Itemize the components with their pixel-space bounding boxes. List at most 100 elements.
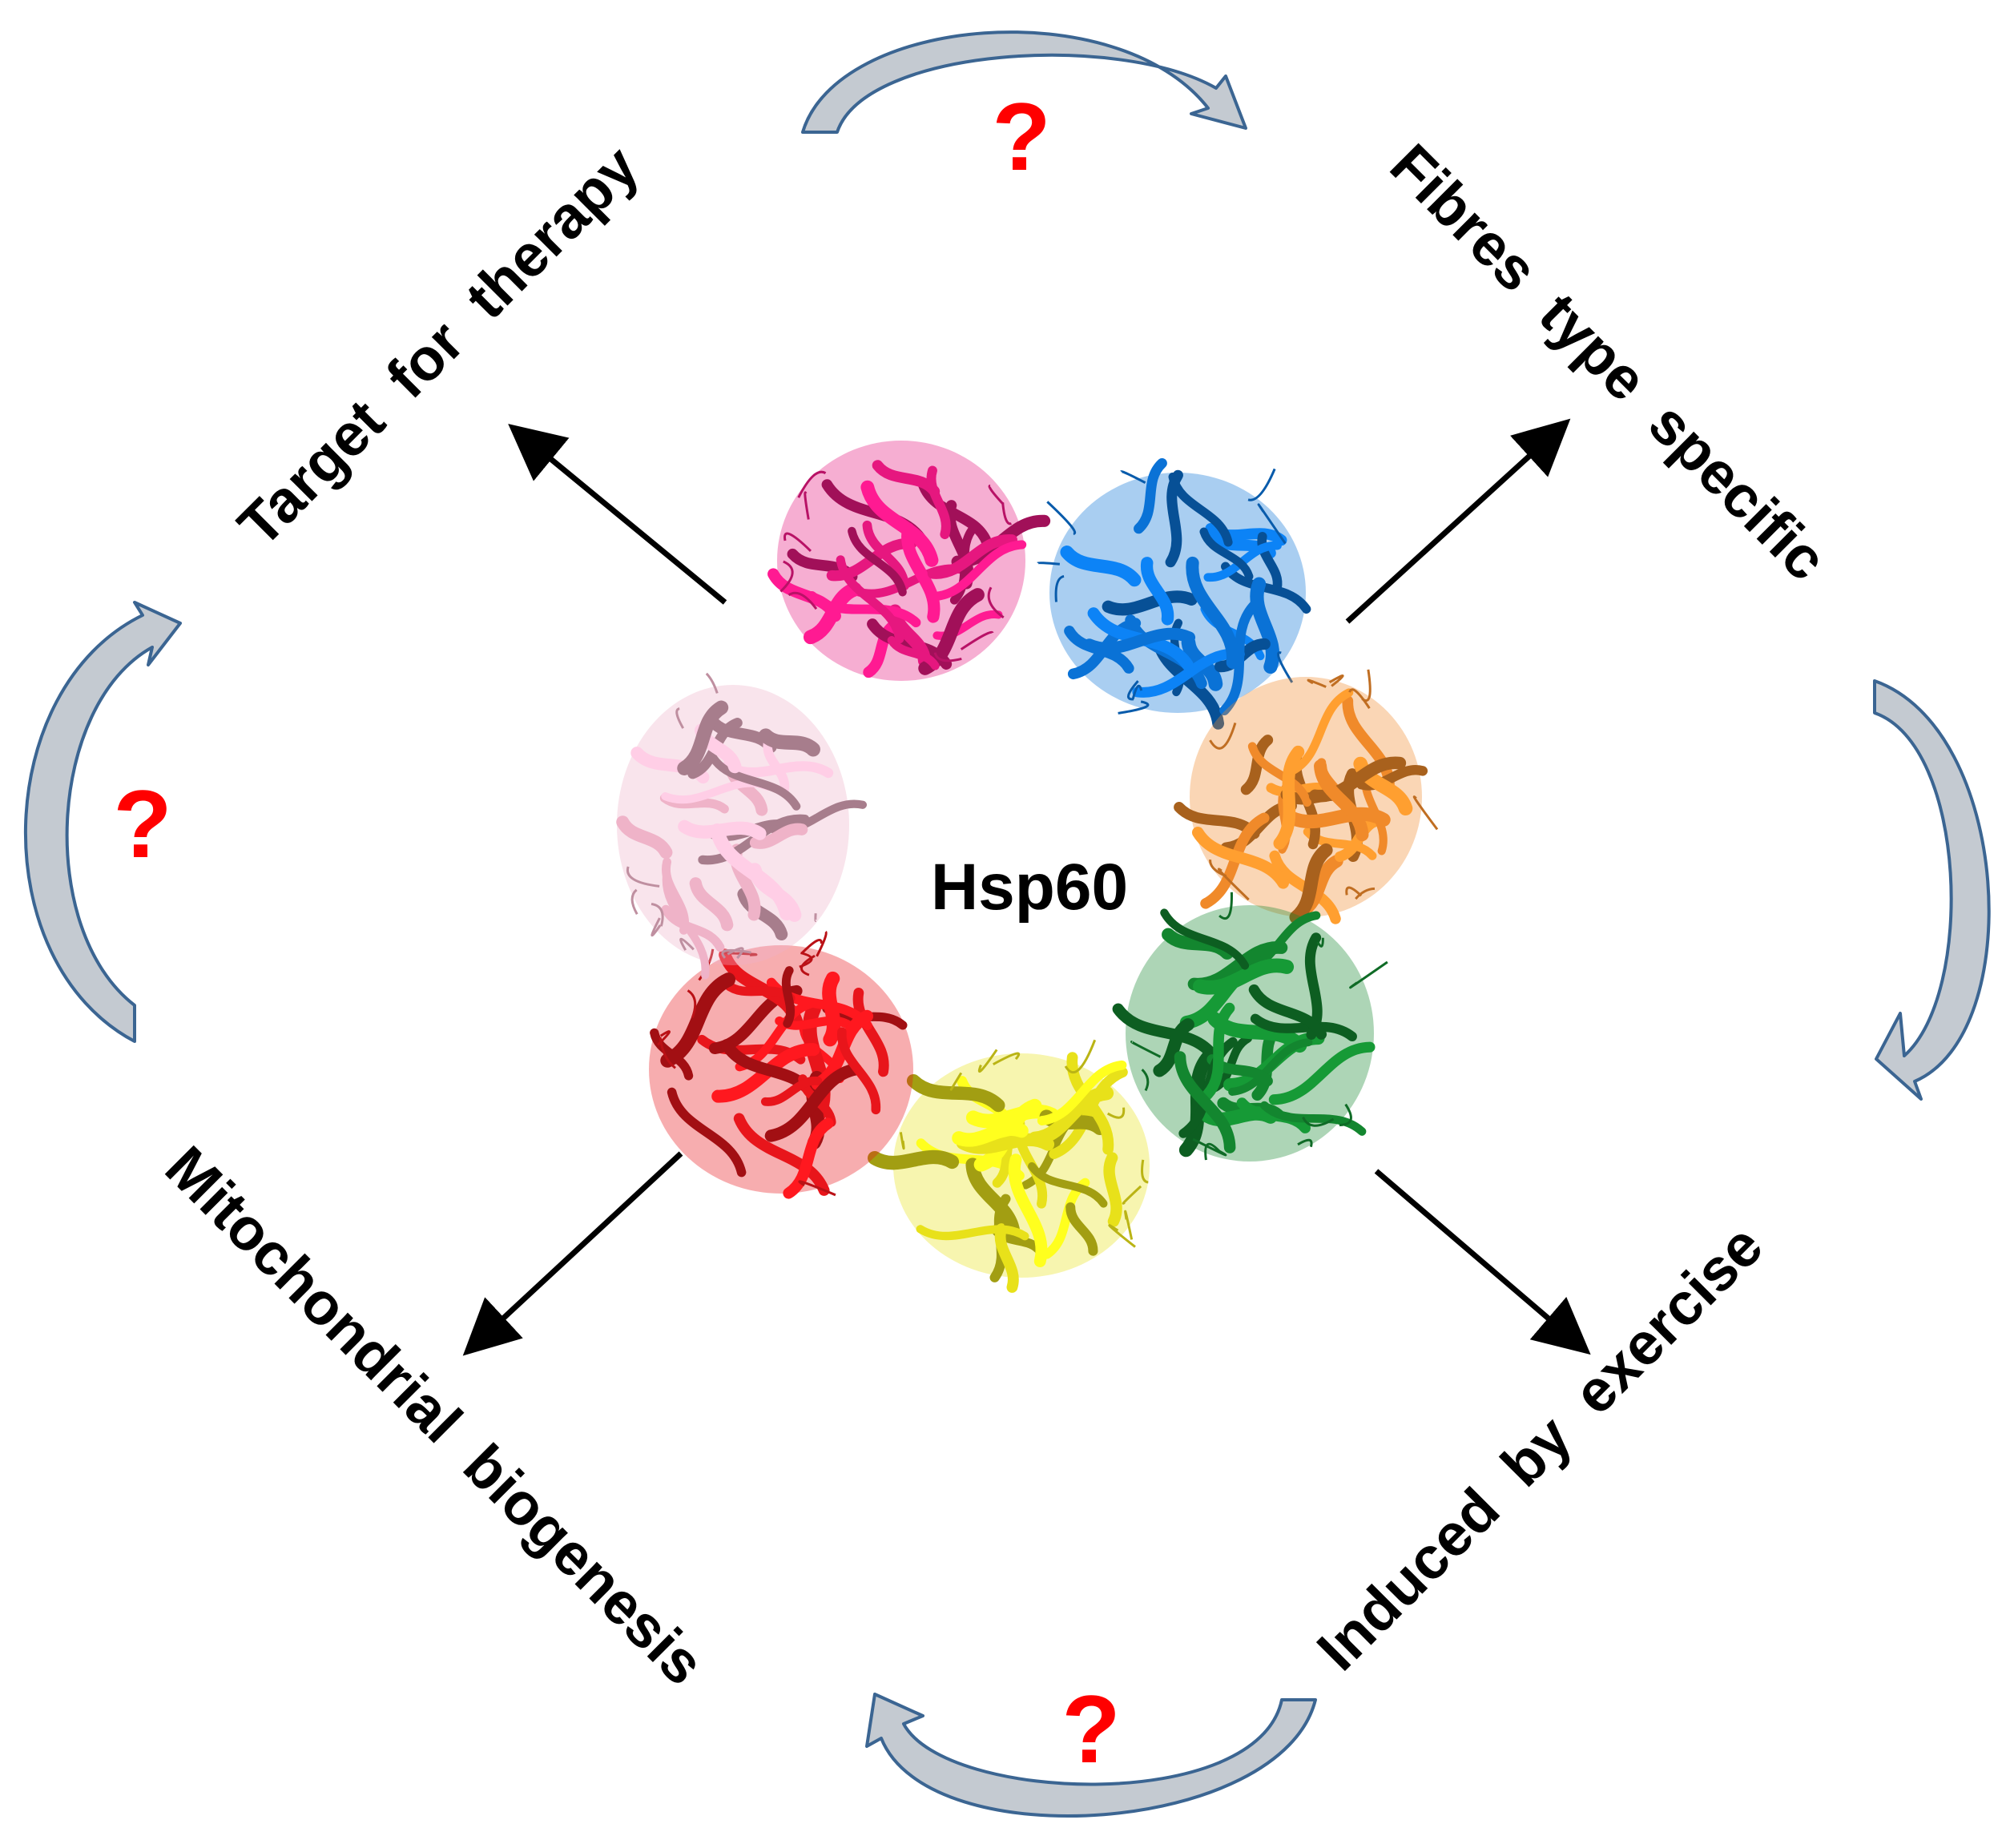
subunit-helix <box>965 1158 1021 1242</box>
subunit-helix <box>616 815 673 860</box>
subunit-helix <box>1287 688 1354 775</box>
subunit-loop <box>800 954 816 976</box>
subunit-loop <box>960 630 994 650</box>
subunit-loop <box>797 470 827 498</box>
subunit-helix <box>863 619 900 678</box>
subunit-loop <box>721 948 751 959</box>
arrow-to-target-for-therapy <box>508 424 727 605</box>
label-mitochondrial-biogenesis: Mitochondrial biogenesis <box>153 1133 717 1697</box>
subunit-helix <box>1160 908 1250 970</box>
hsp60-subunit-pink <box>616 672 868 980</box>
label-fibres-type-specific: Fibres type specific <box>1378 131 1839 593</box>
curved-arrow-top <box>801 30 1247 134</box>
subunit-loop <box>1141 1159 1149 1184</box>
subunit-helix <box>758 728 820 757</box>
subunit-helix <box>783 1117 834 1199</box>
subunit-loop <box>1247 468 1276 501</box>
subunit-loop <box>1349 960 1388 989</box>
subunit-loop <box>779 560 794 593</box>
subunit-loop <box>933 652 962 662</box>
subunit-helix <box>1165 469 1183 568</box>
subunit-helix <box>1247 742 1312 807</box>
subunit-helix <box>803 582 862 645</box>
arrow-to-fibres-type-specific <box>1345 418 1571 624</box>
subunit-helix <box>763 739 790 795</box>
subunit-loop <box>1218 892 1233 920</box>
subunit-helix <box>1049 1067 1128 1159</box>
subunit-helix <box>1153 1018 1194 1077</box>
subunit-helix <box>848 526 907 597</box>
subunit-loop <box>1209 859 1227 878</box>
subunit-helix <box>1228 1038 1313 1096</box>
subunit-loop <box>1106 1107 1126 1119</box>
subunit-loop <box>679 937 695 951</box>
subunit-helix <box>1273 745 1305 850</box>
subunit-helix <box>1178 1049 1216 1158</box>
question-mark-left: ? <box>113 771 171 878</box>
hsp60-subunit-red <box>649 930 913 1199</box>
subunit-loop <box>1192 1137 1227 1157</box>
subunit-helix <box>1219 599 1259 716</box>
subunit-loop <box>1348 688 1371 710</box>
subunit-loop <box>1209 723 1237 750</box>
subunit-helix <box>733 1113 830 1196</box>
subunit-loop <box>1307 678 1327 688</box>
subunit-helix <box>1268 1041 1376 1105</box>
label-target-for-therapy: Target for therapy <box>225 133 651 559</box>
subunit-loop <box>977 1049 998 1073</box>
subunit-loop <box>651 902 664 927</box>
subunit-loop <box>687 989 697 1019</box>
subunit-loop <box>1046 501 1076 535</box>
subunit-helix <box>1205 522 1287 546</box>
subunit-helix <box>749 823 808 849</box>
subunit-helix <box>1186 556 1239 669</box>
subunit-helix <box>737 888 788 941</box>
subunit-helix <box>994 1223 1019 1293</box>
subunit-helix <box>916 1225 1029 1241</box>
subunit-helix <box>1065 1202 1098 1256</box>
subunit-helix <box>929 540 1027 602</box>
question-mark-bottom: ? <box>1061 1676 1120 1783</box>
subunit-helix <box>952 1121 1029 1147</box>
subunit-helix <box>1202 1002 1235 1101</box>
subunit-helix <box>747 863 802 922</box>
subunit-loop <box>727 947 744 960</box>
subunit-loop <box>783 532 812 552</box>
subunit-loop <box>1122 1185 1142 1205</box>
subunit-helix <box>1102 590 1198 616</box>
subunit-helix <box>860 480 939 567</box>
hsp60-subunit-magenta <box>767 441 1051 681</box>
curved-arrow-bottom <box>865 1693 1317 1818</box>
subunit-loop <box>1001 502 1012 525</box>
subunit-loop <box>1339 1103 1352 1127</box>
subunit-loop <box>626 866 660 888</box>
subunit-helix <box>852 988 889 1077</box>
subunit-helix <box>1191 827 1290 889</box>
subunit-helix <box>1037 1060 1127 1125</box>
subunit-helix <box>868 1149 960 1170</box>
subunit-helix <box>836 555 904 644</box>
subunit-loop <box>1345 886 1363 897</box>
subunit-loop <box>987 586 1005 619</box>
subunit-helix <box>1260 1101 1367 1136</box>
subunit-helix <box>1250 1013 1357 1042</box>
subunit-loop <box>800 939 823 954</box>
label-induced-by-exercise: Induced by exercise <box>1304 1212 1775 1683</box>
subunit-loop <box>949 1072 963 1091</box>
subunit-loop <box>1054 574 1065 602</box>
subunit-helix <box>1132 648 1245 698</box>
hsp60-subunit-yellow <box>868 1039 1150 1293</box>
subunit-helix <box>1289 843 1333 924</box>
subunit-loop <box>1108 1224 1136 1248</box>
subunit-loop <box>1119 470 1146 484</box>
subunit-helix <box>760 1077 823 1106</box>
hsp60-subunit-orange <box>1174 669 1439 924</box>
hsp60-subunit-green <box>1112 892 1388 1162</box>
curved-arrow-right <box>1873 679 1991 1101</box>
subunit-helix <box>822 971 841 1047</box>
subunit-helix <box>926 465 951 540</box>
subunit-loop <box>1064 1039 1097 1074</box>
subunit-helix <box>1314 759 1369 842</box>
hsp60-heptamer-ring <box>616 441 1439 1293</box>
